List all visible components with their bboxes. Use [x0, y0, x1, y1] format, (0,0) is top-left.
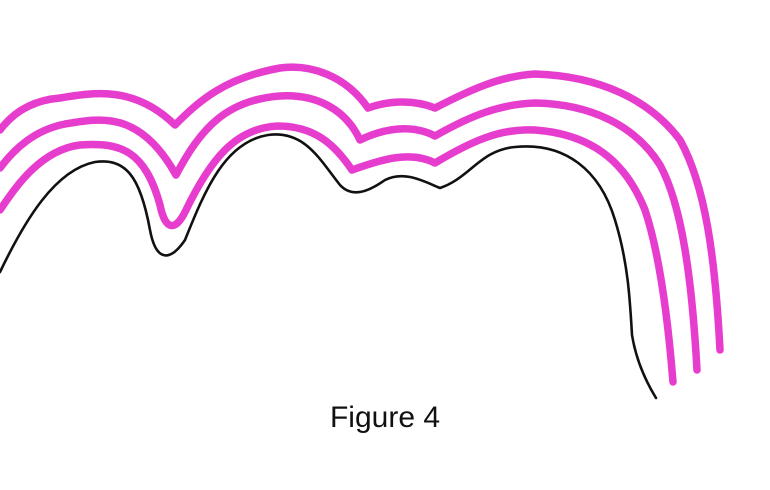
offset-line-outer [0, 63, 724, 354]
figure-caption: Figure 4 [329, 401, 441, 434]
outline-curve [0, 133, 658, 400]
offset-line-middle [0, 92, 701, 374]
offset-line-inner [0, 122, 677, 386]
